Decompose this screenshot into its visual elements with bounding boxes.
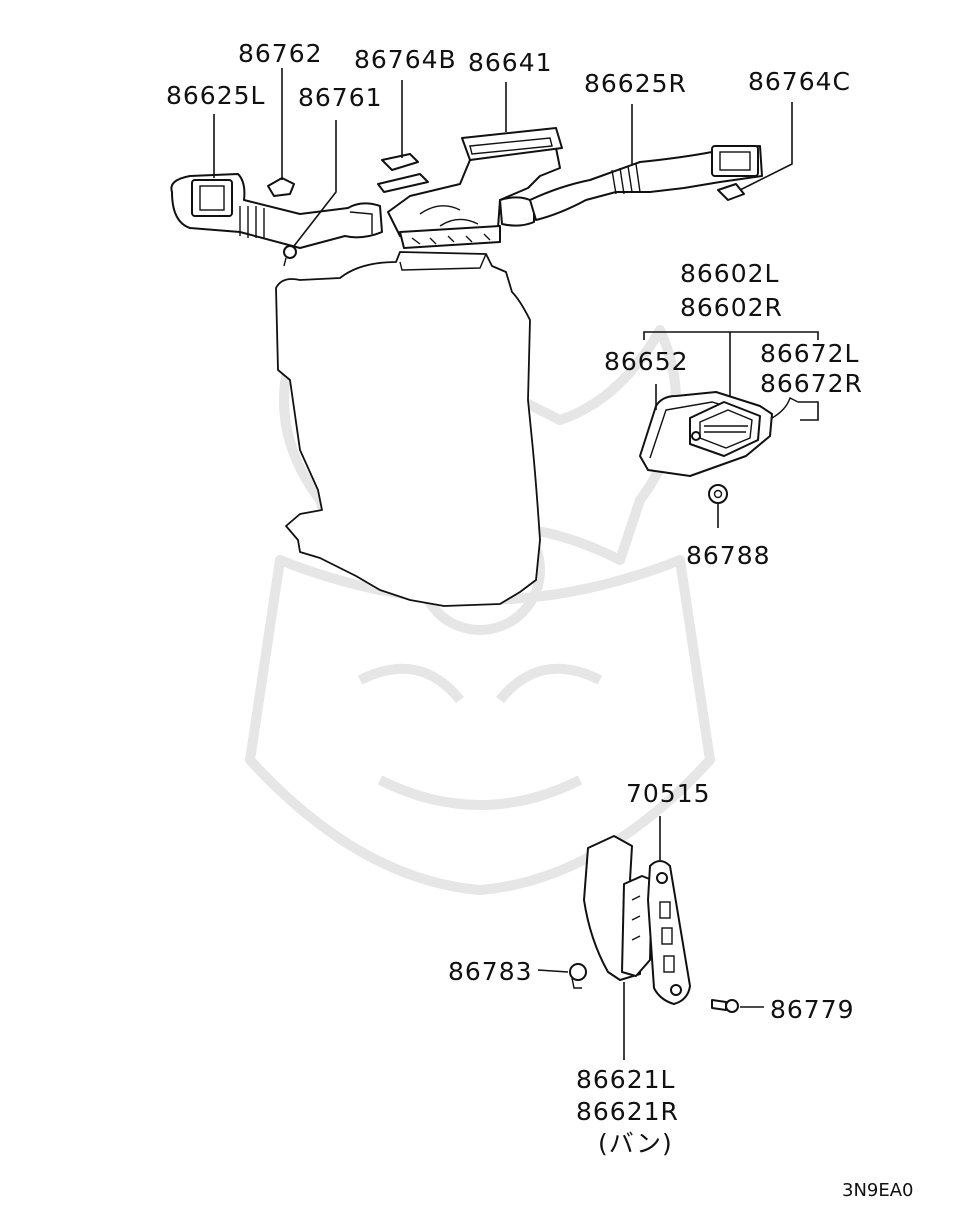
right-duct-86625R: [529, 145, 763, 221]
clip-86764B-icon: [377, 153, 429, 193]
nut-86788-icon: [708, 484, 728, 504]
left-duct-86625L: [170, 173, 383, 249]
clip-86762-icon: [267, 177, 295, 197]
vent-register-86602: [639, 391, 799, 477]
screw-86761-icon: [283, 245, 297, 267]
screw-86783-icon: [569, 963, 587, 989]
heater-unit-outline: [275, 251, 541, 607]
label-86621R: 86621R: [576, 1097, 679, 1126]
label-86625R: 86625R: [584, 69, 687, 98]
label-86672L: 86672L: [760, 339, 859, 368]
center-duct-86641: [387, 127, 563, 249]
label-86672R: 86672R: [760, 369, 863, 398]
bracket-70515: [647, 860, 691, 1005]
cover-panel-86621: [583, 835, 653, 981]
label-86602L: 86602L: [680, 259, 779, 288]
label-86621L: 86621L: [576, 1065, 675, 1094]
label-86625L: 86625L: [166, 81, 265, 110]
label-86602R: 86602R: [680, 293, 783, 322]
label-86762: 86762: [238, 39, 323, 68]
label-86641: 86641: [468, 48, 553, 77]
label-86652: 86652: [604, 347, 689, 376]
label-86764B: 86764B: [354, 45, 457, 74]
label-70515: 70515: [626, 779, 711, 808]
label-86779: 86779: [770, 995, 855, 1024]
diagram-code: 3N9EA0: [842, 1180, 914, 1201]
label-van-note: (バン): [598, 1129, 673, 1158]
label-86788: 86788: [686, 541, 771, 570]
screw-86779-icon: [711, 999, 739, 1013]
leader-lines: [213, 68, 819, 1060]
label-86764C: 86764C: [748, 67, 851, 96]
clip-86764C-icon: [717, 183, 745, 201]
label-86761: 86761: [298, 83, 383, 112]
label-86783: 86783: [448, 957, 533, 986]
